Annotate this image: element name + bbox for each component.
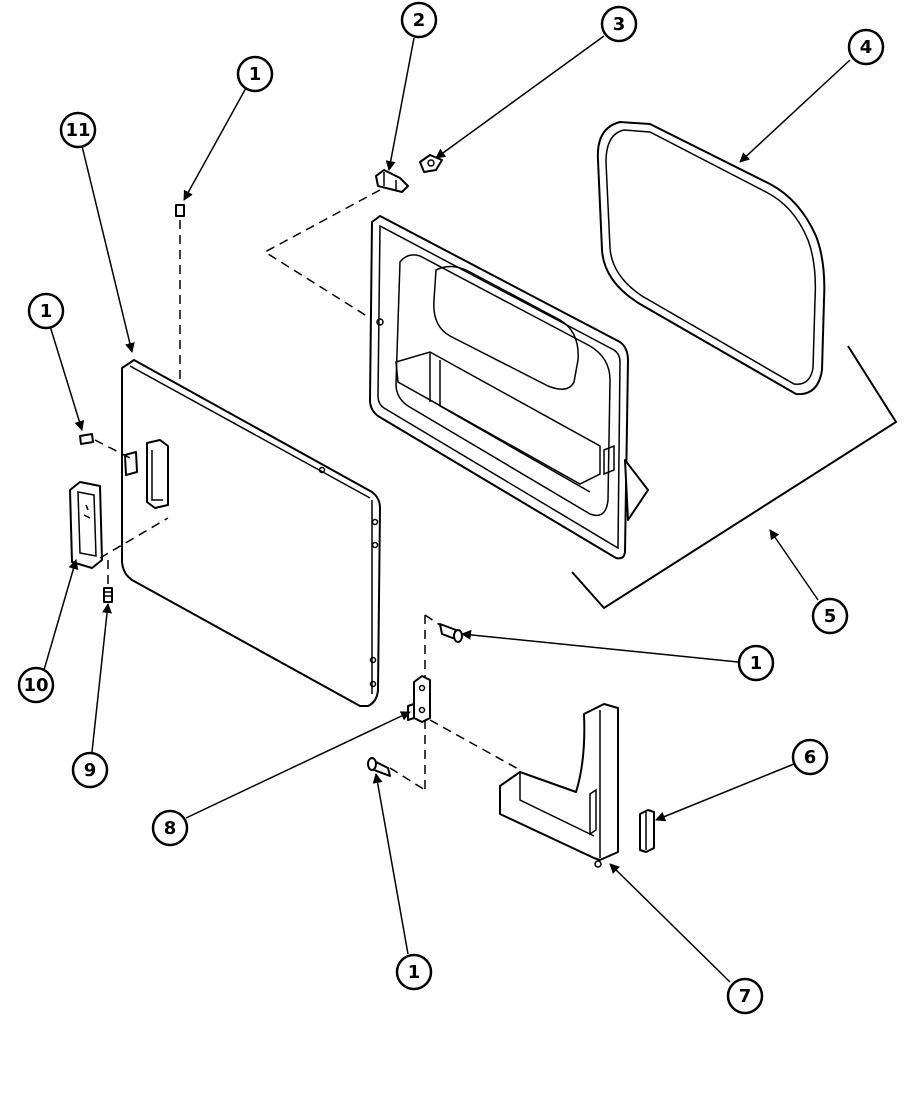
leader-lines — [43, 35, 851, 983]
callout-number: 1 — [40, 301, 53, 322]
callout-number: 3 — [613, 14, 626, 35]
door-handle — [69, 481, 103, 569]
callout-number: 1 — [249, 64, 262, 85]
callout-c9: 9 — [71, 751, 109, 789]
callout-c7: 7 — [726, 977, 764, 1015]
callout-circle — [71, 751, 109, 789]
callout-c6: 6 — [791, 738, 829, 776]
callout-circle — [737, 644, 775, 682]
callout-circle — [811, 597, 849, 635]
screw-hinge-upper — [439, 623, 463, 643]
callout-c2: 2 — [400, 1, 438, 39]
callout-circle — [791, 738, 829, 776]
hinge-plate-part-8 — [407, 675, 431, 723]
callout-c1a: 1 — [236, 55, 274, 93]
callout-circle — [17, 666, 55, 704]
screw-hinge-lower — [367, 757, 391, 777]
callout-number: 8 — [164, 818, 177, 839]
callout-circle — [151, 809, 189, 847]
callout-circle — [395, 953, 433, 991]
callout-circle — [726, 977, 764, 1015]
callout-number: 10 — [23, 675, 48, 696]
screw-top — [175, 204, 185, 217]
callout-c5: 5 — [811, 597, 849, 635]
clip-part-3 — [419, 154, 443, 173]
callout-c1c: 1 — [737, 644, 775, 682]
callout-c4: 4 — [847, 28, 885, 66]
callout-circle — [236, 55, 274, 93]
callout-circle — [27, 292, 65, 330]
hinge-clip-part-6 — [639, 809, 655, 853]
callout-number: 1 — [750, 653, 763, 674]
assembly-group-indicator — [571, 345, 898, 610]
assembly-lines — [94, 189, 521, 791]
callout-c10: 10 — [17, 666, 55, 704]
callout-c1d: 1 — [395, 953, 433, 991]
callout-circle — [600, 5, 638, 43]
callout-circle — [847, 28, 885, 66]
callout-number: 6 — [804, 747, 817, 768]
callout-number: 9 — [84, 760, 97, 781]
callout-number: 11 — [65, 120, 90, 141]
door-hinge-part-7 — [499, 703, 619, 868]
callout-number: 1 — [408, 962, 421, 983]
door-gasket — [596, 121, 826, 396]
callout-number: 4 — [860, 37, 873, 58]
callout-c8: 8 — [151, 809, 189, 847]
door-panel — [121, 359, 381, 707]
callout-c1b: 1 — [27, 292, 65, 330]
callout-circle — [400, 1, 438, 39]
bracket-part-2 — [375, 169, 409, 193]
callout-number: 5 — [824, 606, 837, 627]
screw-left — [79, 433, 94, 445]
callout-c3: 3 — [600, 5, 638, 43]
callout-number: 2 — [413, 10, 426, 31]
callout-number: 7 — [739, 986, 752, 1007]
inner-door-panel — [369, 215, 649, 560]
screw-part-9 — [103, 587, 113, 603]
callout-circle — [59, 111, 97, 149]
callout-c11: 11 — [59, 111, 97, 149]
